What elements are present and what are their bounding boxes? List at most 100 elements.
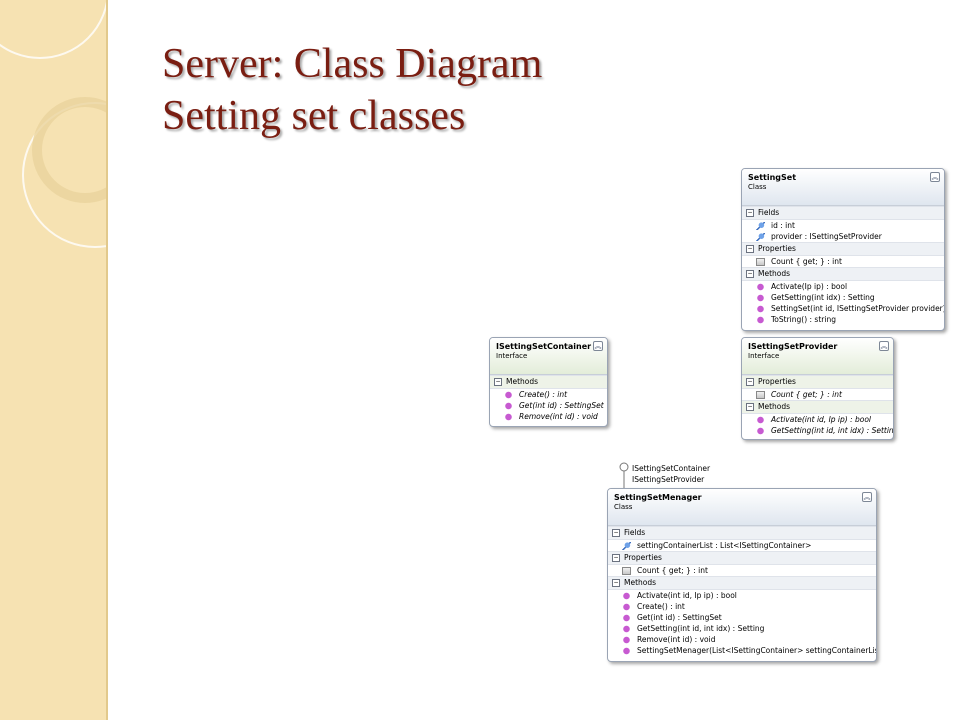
method-icon <box>756 316 765 324</box>
property-item: Count { get; } : int <box>742 256 944 267</box>
minus-box-icon[interactable]: − <box>612 554 620 562</box>
lollipop-icon <box>619 462 629 490</box>
field-icon <box>756 233 765 241</box>
minus-box-icon[interactable]: − <box>746 378 754 386</box>
minus-box-icon[interactable]: − <box>746 270 754 278</box>
class-stereotype: Class <box>748 183 767 191</box>
class-header: SettingSet Class ︽ <box>742 169 944 206</box>
method-item: SettingSetMenager(List<ISettingContainer… <box>608 645 876 656</box>
minus-box-icon[interactable]: − <box>746 245 754 253</box>
method-item: GetSetting(int id, int idx) : Setting <box>742 425 893 436</box>
property-label: Count { get; } : int <box>637 566 708 575</box>
collapse-icon[interactable]: ︽ <box>862 492 872 502</box>
method-label: Get(int id) : SettingSet <box>519 401 604 410</box>
property-icon <box>622 567 631 575</box>
class-header: SettingSetMenager Class ︽ <box>608 489 876 526</box>
class-name: ISettingSetContainer <box>496 342 592 351</box>
method-label: GetSetting(int id, int idx) : Setting <box>771 426 894 435</box>
method-item: Get(int id) : SettingSet <box>490 400 607 411</box>
method-icon <box>622 592 631 600</box>
section-properties[interactable]: −Properties <box>608 551 876 565</box>
title-line-2: Setting set classes <box>162 93 466 139</box>
method-icon <box>756 416 765 424</box>
field-label: id : int <box>771 221 795 230</box>
method-icon <box>504 402 513 410</box>
implemented-interface-label: ISettingSetProvider <box>632 475 705 484</box>
field-label: settingContainerList : List<ISettingCont… <box>637 541 812 550</box>
minus-box-icon[interactable]: − <box>494 378 502 386</box>
method-label: Activate(int id, Ip ip) : bool <box>637 591 737 600</box>
method-label: Create() : int <box>637 602 685 611</box>
class-stereotype: Interface <box>748 352 780 360</box>
class-name: ISettingSetProvider <box>748 342 838 351</box>
field-label: provider : ISettingSetProvider <box>771 232 882 241</box>
section-label: Properties <box>758 244 796 253</box>
field-item: provider : ISettingSetProvider <box>742 231 944 242</box>
minus-box-icon[interactable]: − <box>612 529 620 537</box>
section-methods[interactable]: −Methods <box>608 576 876 590</box>
method-icon <box>756 305 765 313</box>
class-stereotype: Interface <box>496 352 528 360</box>
section-methods[interactable]: −Methods <box>490 375 607 389</box>
class-name: SettingSetMenager <box>614 493 702 502</box>
section-label: Properties <box>624 553 662 562</box>
section-label: Fields <box>758 208 780 217</box>
implemented-interfaces: ISettingSetContainer ISettingSetProvider <box>632 463 710 485</box>
method-icon <box>622 614 631 622</box>
implemented-interface-label: ISettingSetContainer <box>632 464 711 473</box>
method-item: GetSetting(int id, int idx) : Setting <box>608 623 876 634</box>
method-item: SettingSet(int id, ISettingSetProvider p… <box>742 303 944 314</box>
field-icon <box>622 542 631 550</box>
interface-setting-set-container[interactable]: ISettingSetContainer Interface ︽ −Method… <box>489 337 608 427</box>
method-item: Create() : int <box>608 601 876 612</box>
method-label: GetSetting(int idx) : Setting <box>771 293 875 302</box>
property-label: Count { get; } : int <box>771 390 842 399</box>
field-item: id : int <box>742 220 944 231</box>
class-header: ISettingSetContainer Interface ︽ <box>490 338 607 375</box>
property-item: Count { get; } : int <box>608 565 876 576</box>
method-item: Remove(int id) : void <box>608 634 876 645</box>
method-label: SettingSet(int id, ISettingSetProvider p… <box>771 304 945 313</box>
method-icon <box>756 283 765 291</box>
class-setting-set[interactable]: SettingSet Class ︽ −Fields id : int prov… <box>741 168 945 331</box>
section-fields[interactable]: −Fields <box>742 206 944 220</box>
section-fields[interactable]: −Fields <box>608 526 876 540</box>
decorative-circles <box>0 1 106 248</box>
method-icon <box>622 636 631 644</box>
section-methods[interactable]: −Methods <box>742 267 944 281</box>
class-setting-set-menager[interactable]: SettingSetMenager Class ︽ −Fields settin… <box>607 488 877 662</box>
method-label: Activate(Ip ip) : bool <box>771 282 848 291</box>
method-icon <box>622 603 631 611</box>
method-item: GetSetting(int idx) : Setting <box>742 292 944 303</box>
method-icon <box>622 625 631 633</box>
property-icon <box>756 258 765 266</box>
method-label: GetSetting(int id, int idx) : Setting <box>637 624 765 633</box>
method-label: SettingSetMenager(List<ISettingContainer… <box>637 646 877 655</box>
collapse-icon[interactable]: ︽ <box>930 172 940 182</box>
minus-box-icon[interactable]: − <box>746 209 754 217</box>
method-item: ToString() : string <box>742 314 944 325</box>
method-label: Get(int id) : SettingSet <box>637 613 722 622</box>
property-label: Count { get; } : int <box>771 257 842 266</box>
method-item: Remove(int id) : void <box>490 411 607 422</box>
section-methods[interactable]: −Methods <box>742 400 893 414</box>
section-properties[interactable]: −Properties <box>742 375 893 389</box>
section-label: Methods <box>758 269 791 278</box>
minus-box-icon[interactable]: − <box>612 579 620 587</box>
class-stereotype: Class <box>614 503 633 511</box>
method-item: Activate(int id, Ip ip) : bool <box>742 414 893 425</box>
method-icon <box>504 391 513 399</box>
method-label: Create() : int <box>519 390 568 399</box>
method-label: Activate(int id, Ip ip) : bool <box>771 415 872 424</box>
minus-box-icon[interactable]: − <box>746 403 754 411</box>
method-label: Remove(int id) : void <box>519 412 598 421</box>
interface-setting-set-provider[interactable]: ISettingSetProvider Interface ︽ −Propert… <box>741 337 894 440</box>
collapse-icon[interactable]: ︽ <box>593 341 603 351</box>
collapse-icon[interactable]: ︽ <box>879 341 889 351</box>
method-label: ToString() : string <box>771 315 836 324</box>
method-item: Create() : int <box>490 389 607 400</box>
section-properties[interactable]: −Properties <box>742 242 944 256</box>
class-name: SettingSet <box>748 173 797 182</box>
section-label: Methods <box>624 578 657 587</box>
property-item: Count { get; } : int <box>742 389 893 400</box>
